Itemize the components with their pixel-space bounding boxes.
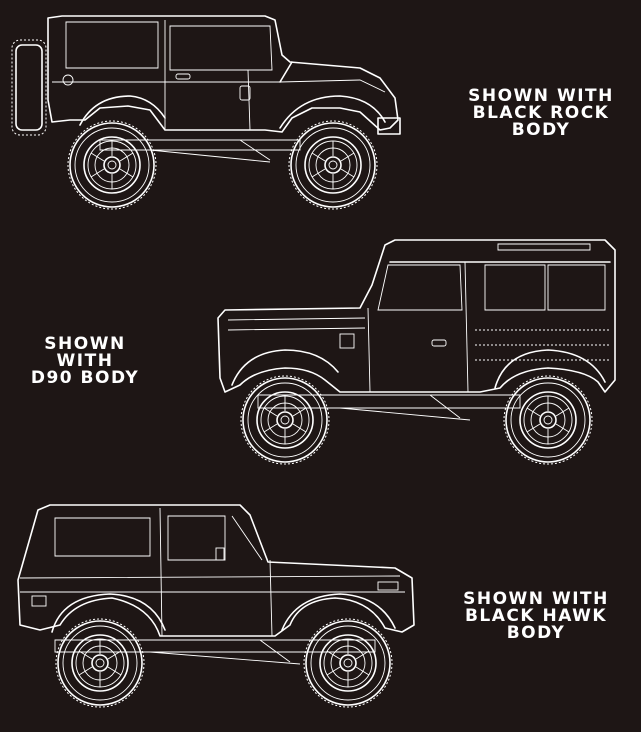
caption-black-hawk: SHOWN WITH BLACK HAWK BODY xyxy=(443,591,629,642)
vehicle-black-hawk xyxy=(17,504,415,708)
caption-black-rock: SHOWN WITH BLACK ROCK BODY xyxy=(452,88,630,139)
vehicle-black-rock xyxy=(11,15,401,210)
caption-line: BLACK HAWK xyxy=(464,606,608,626)
caption-line: SHOWN WITH xyxy=(463,589,609,609)
caption-line: SHOWN WITH xyxy=(468,86,614,106)
caption-line: D90 BODY xyxy=(30,368,140,388)
vehicle-d90 xyxy=(217,239,616,465)
caption-line: SHOWN xyxy=(44,334,126,354)
caption-d90: SHOWN WITH D90 BODY xyxy=(10,336,160,387)
caption-line: WITH xyxy=(56,351,114,371)
caption-line: BODY xyxy=(511,120,571,140)
caption-line: BODY xyxy=(506,623,566,643)
caption-line: BLACK ROCK xyxy=(472,103,610,123)
